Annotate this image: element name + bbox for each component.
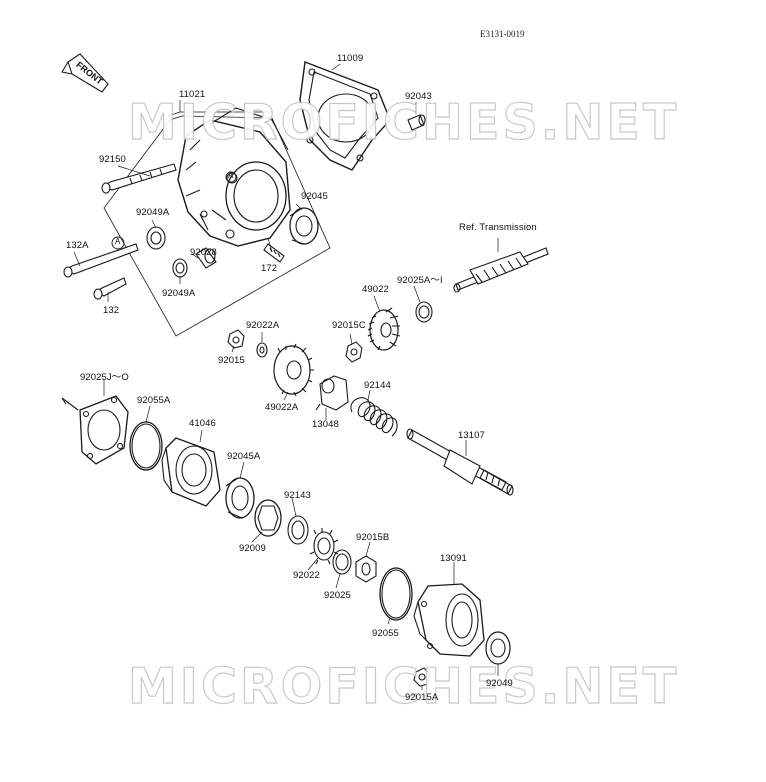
label-92143: 92143 [284, 490, 311, 501]
label-41046: 41046 [189, 418, 216, 429]
watermark-text-bottom: MICROFICHES.NET [127, 657, 680, 715]
part-49022A-gear [273, 343, 314, 397]
part-41046-housing [161, 437, 221, 507]
label-92022: 92022 [293, 570, 320, 581]
ref-transmission-label: Ref. Transmission [459, 222, 537, 233]
part-92015C-nut [345, 341, 363, 363]
label-92025: 92025 [324, 590, 351, 601]
label-13107: 13107 [458, 430, 485, 441]
part-172-stud [263, 243, 285, 263]
label-172: 172 [261, 263, 278, 274]
label-92025J: 92025J～O [80, 372, 129, 383]
callout-a-upper: A [228, 171, 234, 180]
part-92055A-oring [129, 421, 163, 471]
label-132: 132 [103, 305, 120, 316]
label-92049: 92049 [486, 678, 513, 689]
part-92055-oring [379, 567, 413, 621]
label-92015B: 92015B [356, 532, 390, 543]
label-92015A: 92015A [405, 692, 439, 703]
label-49022: 49022 [362, 284, 389, 295]
part-92045-bearing [289, 207, 319, 245]
label-13048: 13048 [312, 419, 339, 430]
label-11009: 11009 [337, 53, 364, 64]
part-92025J-gasket [61, 395, 129, 465]
part-92015-nut [227, 329, 245, 349]
part-92025-shim [332, 549, 352, 575]
label-92045: 92045 [301, 191, 328, 202]
part-92009-nut [254, 499, 282, 537]
label-13091: 13091 [440, 553, 467, 564]
label-92043: 92043 [405, 91, 432, 102]
part-13107-shaft [406, 428, 514, 496]
part-132A-bolt [63, 243, 139, 278]
part-92144-spring [350, 397, 398, 437]
part-92028-collar [195, 247, 217, 269]
part-92049A-seal-lower [172, 258, 188, 278]
watermark-text-top: MICROFICHES.NET [127, 93, 680, 151]
part-92015B-nut [355, 555, 377, 583]
part-49022-gear [367, 307, 401, 351]
label-92022A: 92022A [246, 320, 280, 331]
label-92015: 92015 [218, 355, 245, 366]
part-13048-coupling [315, 375, 349, 411]
ref-transmission-shaft [453, 247, 549, 293]
label-92009: 92009 [239, 543, 266, 554]
callout-a-lower: A [115, 237, 121, 246]
label-92049A-lower: 92049A [162, 288, 196, 299]
label-92045A: 92045A [227, 451, 261, 462]
part-92043-dowel [407, 114, 426, 131]
part-92143-collar [287, 515, 309, 545]
part-92015A-nut [413, 667, 431, 687]
part-11009-gasket [299, 61, 391, 171]
part-11021-case [177, 107, 291, 247]
label-92025A: 92025A～I [397, 275, 443, 286]
label-92015C: 92015C [332, 320, 366, 331]
label-92150: 92150 [99, 154, 126, 165]
part-92150-bolt [101, 163, 177, 194]
part-92022A-washer [256, 342, 268, 358]
label-92144: 92144 [364, 380, 391, 391]
diagram-code: E3131-0019 [480, 29, 525, 39]
part-92025A-shim [415, 301, 433, 323]
part-132-bolt [93, 277, 127, 300]
part-92045A-bearing [225, 477, 255, 519]
label-92055A: 92055A [137, 395, 171, 406]
label-92055: 92055 [372, 628, 399, 639]
label-92049A-upper: 92049A [136, 207, 170, 218]
label-49022A: 49022A [265, 402, 299, 413]
label-11021: 11021 [179, 89, 206, 100]
front-arrow-icon [61, 53, 109, 93]
label-132A: 132A [66, 240, 89, 251]
label-92028: 92028 [190, 247, 217, 258]
part-13091-housing [413, 583, 485, 657]
part-92049A-seal [146, 226, 166, 250]
